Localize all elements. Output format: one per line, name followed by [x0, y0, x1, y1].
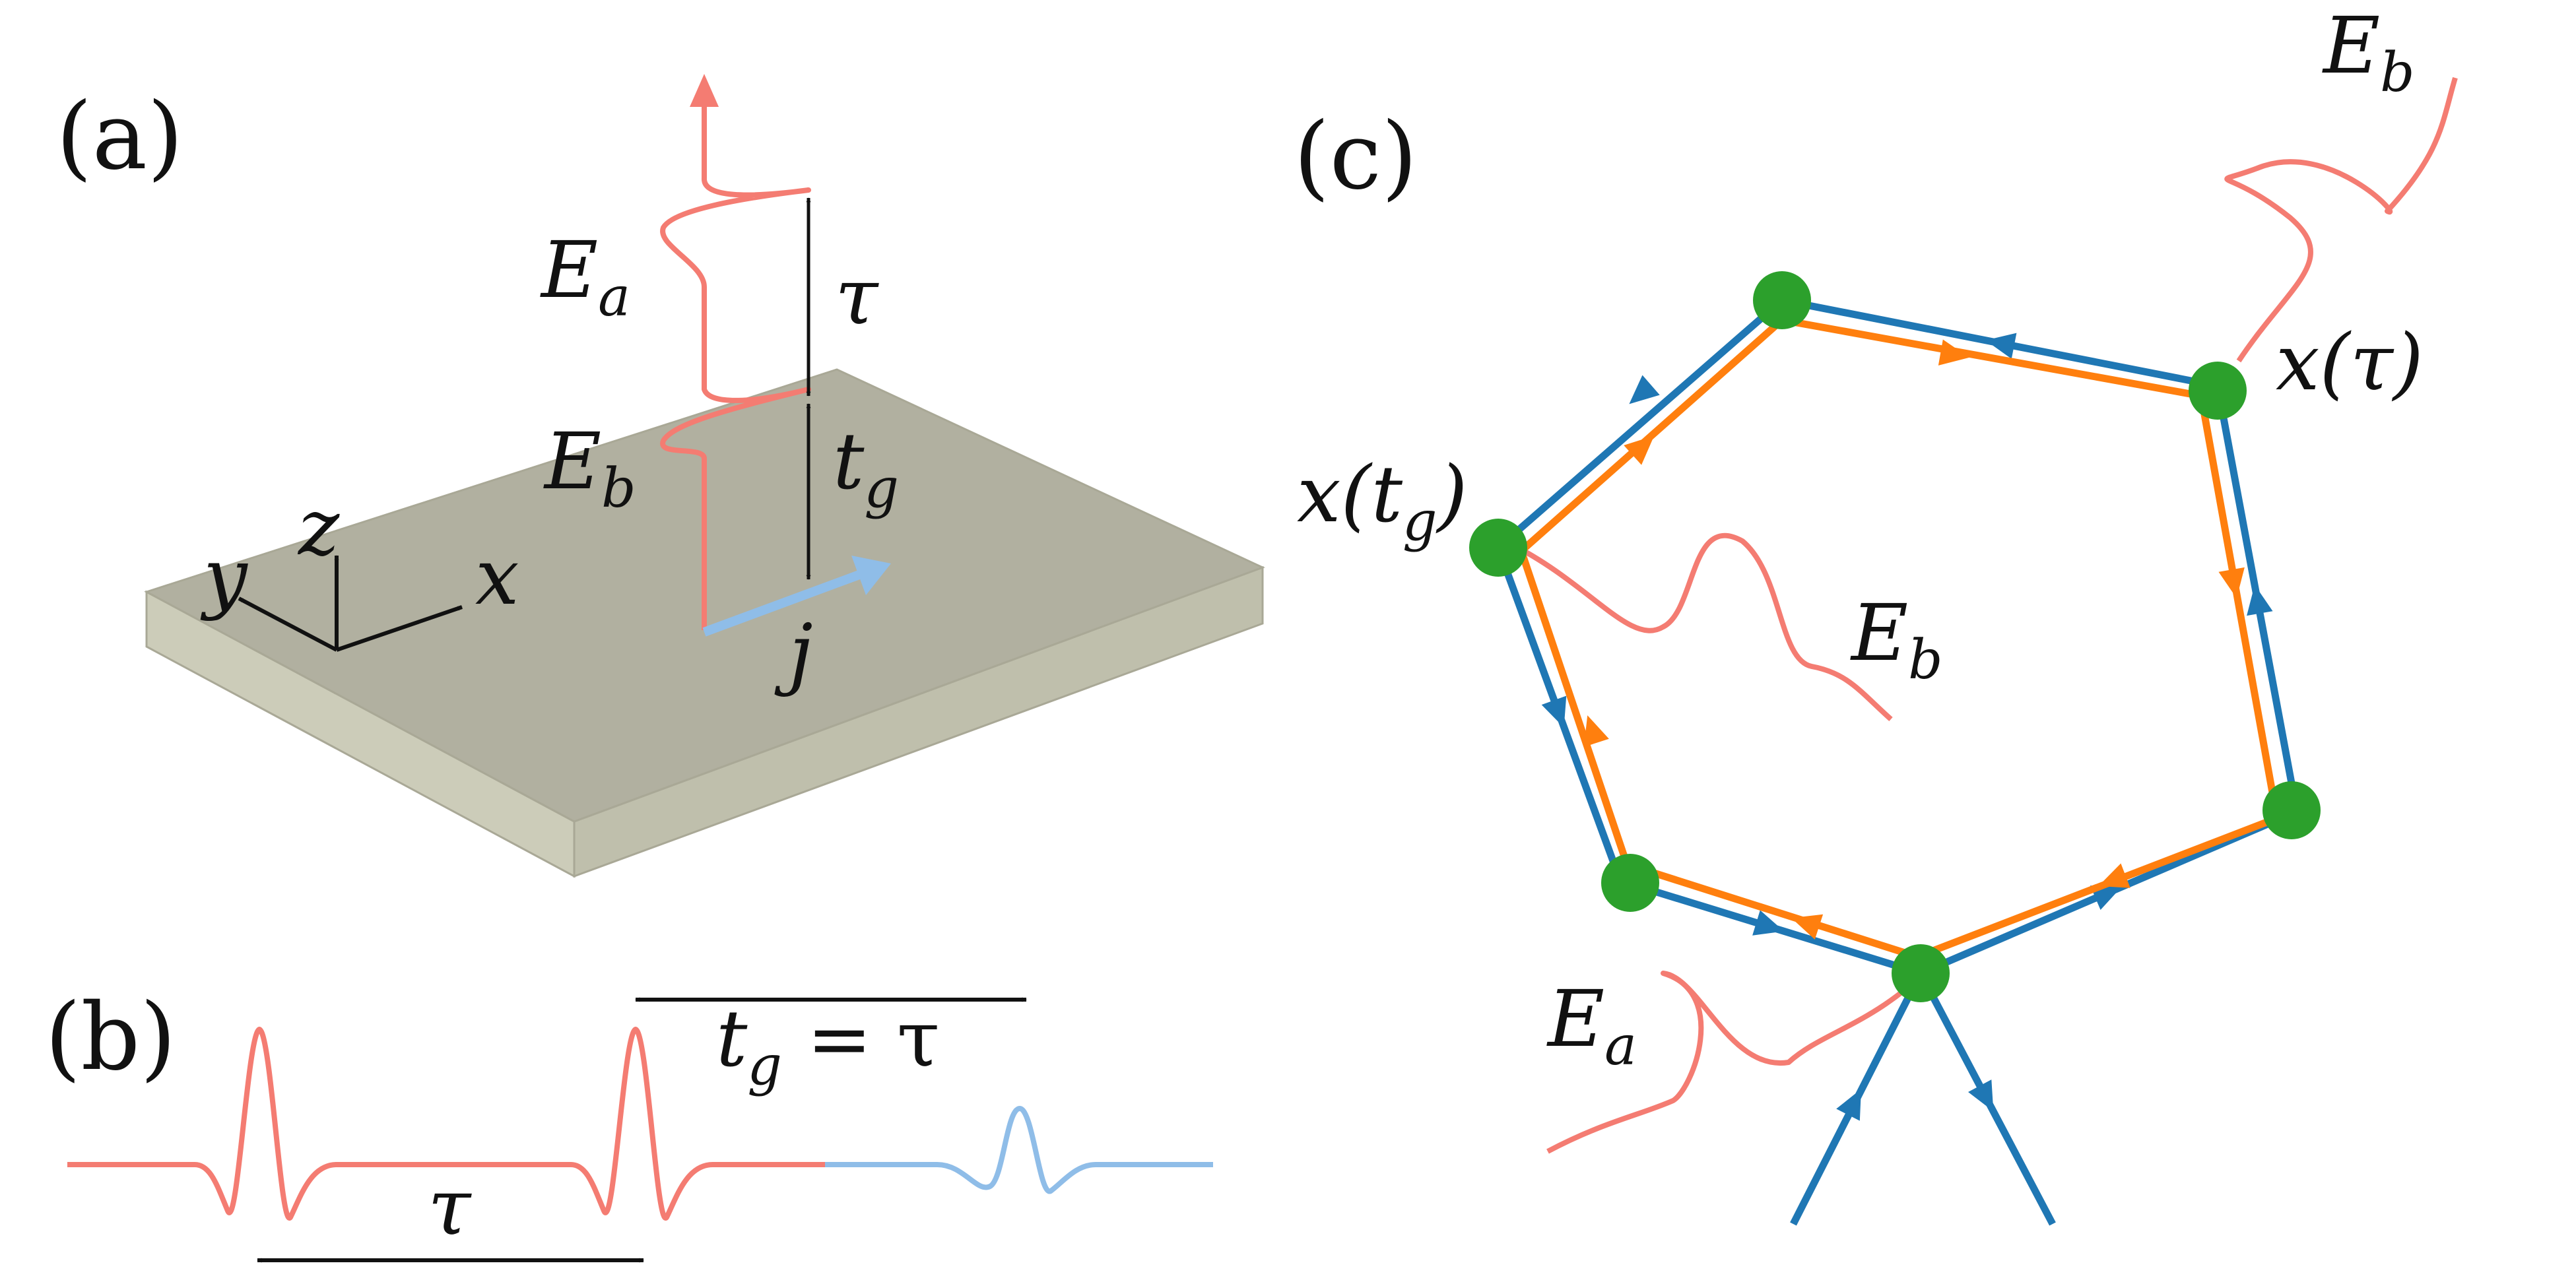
- scattering-nodes: [1469, 271, 2321, 1002]
- pulse-eb-inner: [1510, 532, 1893, 721]
- node-x-tau: [2189, 362, 2247, 420]
- blue-arrow-5: [2247, 585, 2273, 616]
- blue-arrow-2: [1541, 695, 1567, 728]
- axis-y-arrow: [238, 596, 338, 652]
- axis-x-label: x: [475, 531, 519, 622]
- pulse-eb-inner-label: Eb: [1850, 587, 1943, 691]
- tg-equals-tau-label: tg = τ: [716, 993, 940, 1097]
- blue-arrow-4: [2090, 885, 2123, 911]
- pulse-ea-bottom: [1546, 971, 1926, 1154]
- x-tg-label: x(tg): [1297, 449, 1468, 553]
- node-right: [2262, 781, 2321, 839]
- blue-loop-arrows: [1541, 333, 2273, 1121]
- pulse-eb-top-label: Eb: [2322, 0, 2415, 104]
- coordinate-axes: [238, 555, 463, 652]
- incident-pulses: [660, 74, 891, 637]
- blue-loop: [1494, 296, 2301, 1226]
- orange-loop-arrows: [1583, 339, 2245, 940]
- incoming-pulses: [1510, 77, 2458, 1154]
- axis-y-label: y: [200, 531, 248, 622]
- orange-arrow-1: [1624, 435, 1655, 465]
- blue-arrow-7: [1836, 1089, 1861, 1121]
- node-lower-left: [1601, 854, 1659, 912]
- orange-arrow-4: [2098, 863, 2130, 888]
- panel-label-c: (c): [1294, 103, 1418, 210]
- orange-arrow-5: [1791, 914, 1824, 940]
- node-bottom: [1892, 944, 1950, 1002]
- current-arrowhead: [851, 556, 891, 595]
- blue-arrow-1: [1629, 375, 1660, 404]
- panel-a: (a) x y z Ea Eb τ tg j: [56, 74, 1265, 878]
- orange-arrow-2: [1938, 339, 1969, 366]
- tau-label: τ: [835, 251, 879, 342]
- panel-b: (b) tg = τ τ: [45, 984, 1213, 1263]
- field-ea-label: Ea: [540, 224, 630, 329]
- panel-b-intervals: [257, 997, 1027, 1263]
- node-x-tg: [1469, 519, 1527, 577]
- node-top: [1753, 271, 1811, 329]
- pulse-eb-top: [2224, 77, 2458, 363]
- tg-label: tg: [833, 416, 899, 520]
- blue-arrow-8: [1968, 1079, 1994, 1112]
- orange-arrow-6: [1583, 715, 1609, 748]
- axis-x-arrow: [336, 605, 463, 652]
- current-arrow: [702, 568, 867, 637]
- panel-label-a: (a): [56, 83, 183, 191]
- orange-arrow-3: [2218, 567, 2245, 598]
- pulse-arrowhead: [690, 74, 719, 107]
- pulse-train-blue: [825, 1106, 1213, 1194]
- blue-arrow-3: [1752, 910, 1785, 936]
- axis-z-label: z: [297, 482, 340, 573]
- pulse-trace-vertical: [660, 106, 811, 630]
- field-eb-label: Eb: [543, 416, 636, 520]
- panel-label-b: (b): [45, 984, 176, 1091]
- pulse-ea-label: Ea: [1546, 973, 1637, 1077]
- x-tau-label: x(τ): [2276, 317, 2424, 408]
- panel-c: (c): [1294, 0, 2458, 1226]
- blue-arrow-6: [1985, 333, 2017, 359]
- tau-interval-label: τ: [428, 1161, 472, 1252]
- pulse-train-red: [67, 1027, 825, 1221]
